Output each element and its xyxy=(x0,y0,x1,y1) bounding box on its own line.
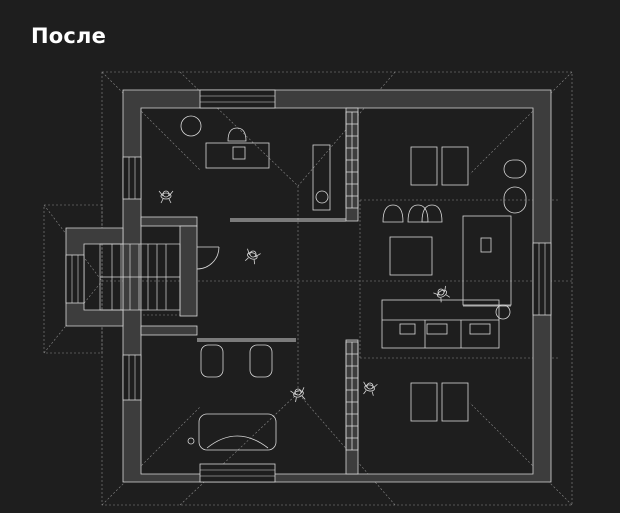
windows xyxy=(65,89,552,483)
window-right xyxy=(532,242,552,316)
bed-top-right xyxy=(441,146,469,186)
tub-round-bottom xyxy=(503,186,527,214)
person-icon xyxy=(158,190,174,204)
window-left-bottom xyxy=(122,354,142,401)
tub-round-top xyxy=(503,159,527,179)
desk-monitor xyxy=(232,146,246,160)
window-stair xyxy=(65,254,85,304)
study-furniture xyxy=(180,115,331,211)
bed-top-left xyxy=(410,146,438,186)
chair-right xyxy=(249,344,273,378)
person-figures xyxy=(158,190,451,403)
person-icon xyxy=(433,285,451,303)
person-icon xyxy=(290,387,306,403)
side-cabinet xyxy=(312,144,331,211)
living-furniture xyxy=(381,146,527,422)
sectional-sofa xyxy=(381,299,500,349)
window-panes xyxy=(71,95,546,477)
bath-furniture xyxy=(187,344,277,451)
armchair-1 xyxy=(382,204,404,223)
bed-bottom-left xyxy=(410,382,438,422)
window-bottom xyxy=(199,463,276,483)
interior-walls xyxy=(140,107,359,475)
sliding-partitions xyxy=(197,218,346,342)
window-top xyxy=(199,89,276,109)
door xyxy=(196,246,220,270)
person-icon xyxy=(244,248,261,265)
sofa xyxy=(462,215,512,306)
bookshelves xyxy=(345,111,359,451)
window-left-top xyxy=(122,156,142,200)
page-title: После xyxy=(31,24,107,48)
armchair-2 xyxy=(407,204,429,223)
bathtub xyxy=(198,413,277,451)
faucet xyxy=(187,437,195,445)
office-chair xyxy=(227,127,247,142)
desk xyxy=(205,142,270,169)
stair-treads xyxy=(111,244,167,310)
chair-left xyxy=(200,344,224,378)
bed-bottom-right xyxy=(441,382,469,422)
plant-pot xyxy=(180,115,202,137)
staircase xyxy=(99,243,181,311)
person-icon xyxy=(363,381,378,396)
armchair-3 xyxy=(421,204,443,223)
coffee-table xyxy=(389,236,433,276)
